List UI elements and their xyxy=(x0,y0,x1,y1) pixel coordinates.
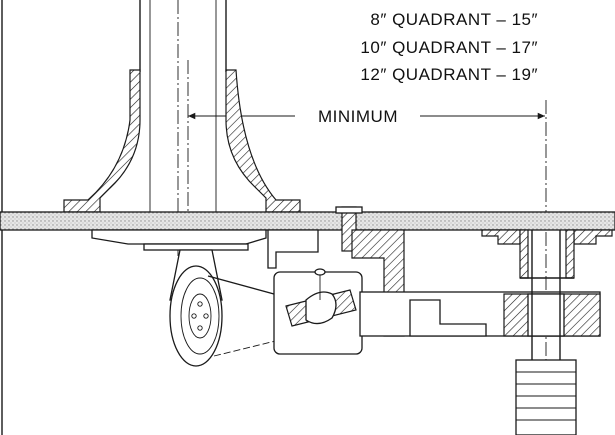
sheave-assembly xyxy=(91,229,267,367)
sheave-mount-plate xyxy=(91,229,267,245)
stuffing-box xyxy=(515,359,577,435)
rudder-post xyxy=(63,0,301,218)
sheave-wheel-hub xyxy=(188,293,212,339)
cable-fitting xyxy=(273,268,363,355)
sheave-bolt-hole xyxy=(197,301,203,307)
post-flange-right xyxy=(225,69,301,213)
dimension-row-8in: 8″ QUADRANT – 15″ xyxy=(370,10,538,29)
deck-plate xyxy=(0,211,615,231)
sheave-bolt-hole xyxy=(203,313,209,319)
quadrant-arm-step xyxy=(409,299,487,337)
dimension-row-12in: 12″ QUADRANT – 19″ xyxy=(360,65,538,84)
fitting-stud-cap xyxy=(314,268,326,276)
hub-bore xyxy=(527,293,565,337)
quadrant-bracket xyxy=(351,229,601,337)
dimension-row-10in: 10″ QUADRANT – 17″ xyxy=(360,38,538,57)
turnbuckle-nut xyxy=(305,291,337,325)
bearing-wall-left xyxy=(519,229,529,279)
dimension-table: 8″ QUADRANT – 15″ 10″ QUADRANT – 17″ 12″… xyxy=(360,10,538,84)
deck-beam xyxy=(267,229,319,269)
bearing-wall-right xyxy=(565,229,575,279)
beam-angle xyxy=(267,229,319,269)
sheave-wheel-rim xyxy=(180,277,220,355)
minimum-dimension: MINIMUM xyxy=(188,107,545,126)
minimum-label: MINIMUM xyxy=(318,107,398,126)
bearing-flange-left xyxy=(481,229,521,245)
sheave-bolt-hole xyxy=(191,313,197,319)
shaft-bearing xyxy=(481,229,613,279)
bearing-flange-right xyxy=(573,229,613,245)
mount-washer xyxy=(143,243,249,251)
sheave-bolt-hole xyxy=(197,325,203,331)
bolt-head xyxy=(335,206,363,214)
post-flange-left xyxy=(63,69,141,213)
rudder-stock xyxy=(515,230,577,435)
